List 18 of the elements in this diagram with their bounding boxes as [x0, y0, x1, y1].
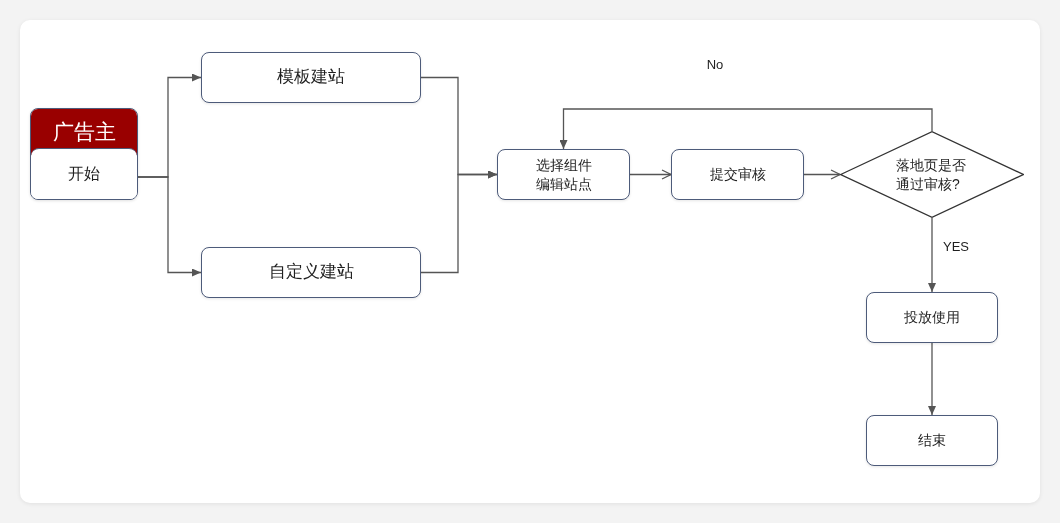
start-card	[30, 108, 138, 200]
process-box: 结束	[866, 415, 998, 466]
process-box: 自定义建站	[201, 247, 421, 298]
process-box: 提交审核	[671, 149, 804, 200]
arrow	[803, 169, 841, 180]
process-box: 模板建站	[201, 52, 421, 103]
arrow	[559, 108, 933, 150]
decision-diamond: 落地页是否通过审核?	[840, 131, 1024, 218]
process-box: 选择组件编辑站点	[497, 149, 630, 200]
edge-label: No	[706, 56, 724, 72]
arrow	[420, 170, 498, 274]
arrow	[137, 176, 202, 277]
arrow	[928, 342, 936, 416]
edge-label: YES	[943, 238, 969, 254]
arrow	[928, 217, 936, 293]
arrow	[629, 169, 672, 180]
process-box: 投放使用	[866, 292, 998, 343]
step-label: 开始	[31, 148, 137, 199]
